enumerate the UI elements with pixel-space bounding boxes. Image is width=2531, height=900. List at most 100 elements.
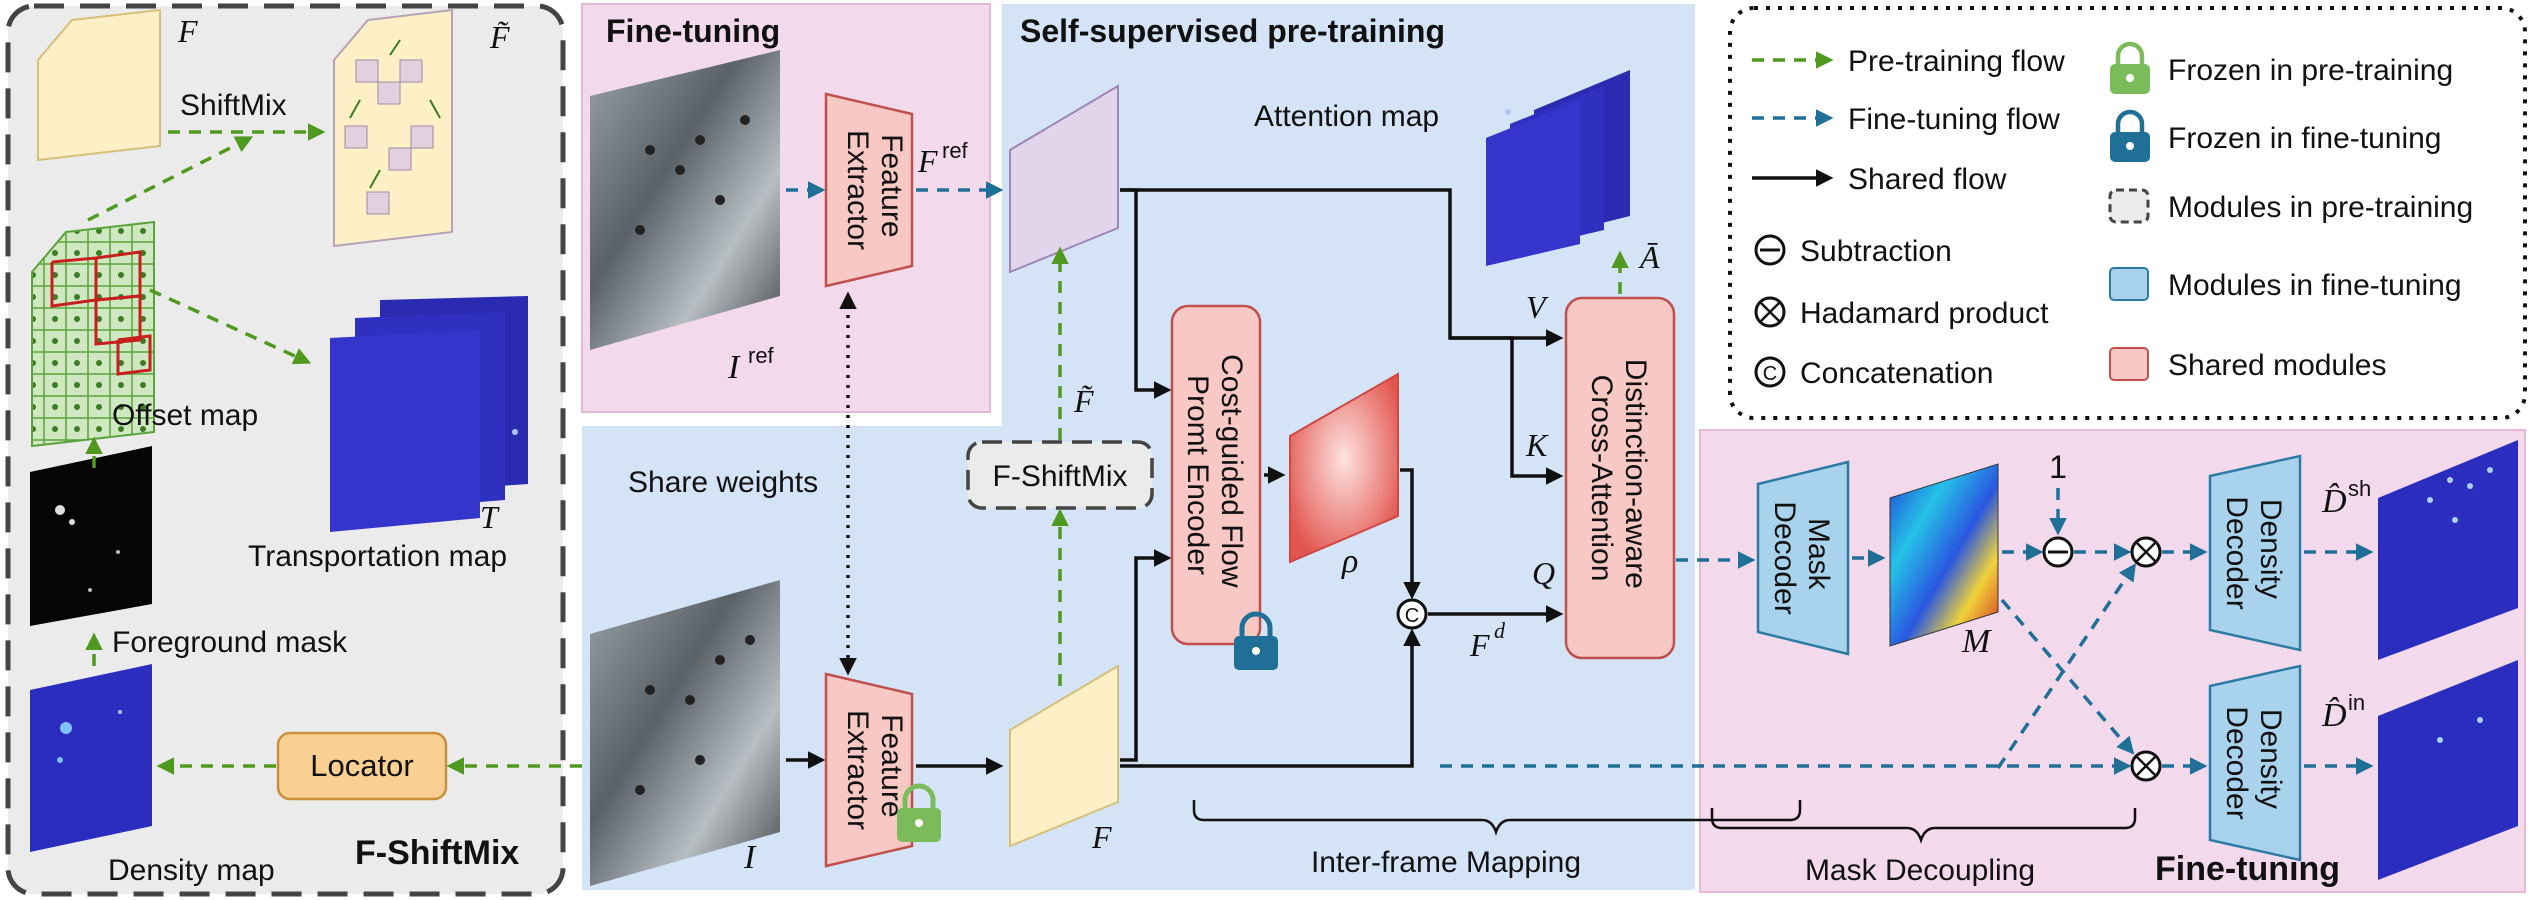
- legend-finetuning-flow: Fine-tuning flow: [1848, 103, 2060, 136]
- label-t: T: [480, 499, 500, 535]
- pretraining-title: Self-supervised pre-training: [1020, 13, 1445, 49]
- blue-lock-icon: [1234, 611, 1278, 670]
- label-share-weights: Share weights: [628, 466, 818, 499]
- feature-map-f-bottom: [1009, 664, 1119, 848]
- legend-hadamard-icon: [1754, 296, 1786, 328]
- label-f-tilde: F̃: [489, 19, 510, 55]
- legend-concatenation-icon-letter: C: [1763, 363, 1777, 385]
- rho-to-concat-arrow: [1400, 468, 1421, 600]
- feature-map-f-ref: [1009, 84, 1119, 274]
- label-foreground-mask: Foreground mask: [112, 626, 348, 659]
- label-i-ref-sup: ref: [748, 343, 775, 368]
- legend-subtraction: Subtraction: [1800, 235, 1952, 268]
- feature-extractor-top-label: Feature Extractor: [841, 130, 908, 250]
- feature-extractor-bottom-label: Feature Extractor: [841, 710, 908, 830]
- feature-map-f: [37, 8, 161, 162]
- fshiftmix-title: F-ShiftMix: [355, 834, 519, 872]
- offset-to-shiftmix-arrow: [87, 136, 254, 222]
- legend-blue-lock-icon: [2110, 109, 2150, 162]
- legend-shared-modules: Shared modules: [2168, 349, 2386, 382]
- label-a-bar: Ā: [1638, 239, 1660, 275]
- label-transportation-map: Transportation map: [248, 540, 507, 573]
- input-image: [590, 580, 780, 886]
- label-f-d: F: [1469, 627, 1490, 663]
- legend-hadamard: Hadamard product: [1800, 297, 2049, 330]
- output-density-in: [2378, 660, 2518, 880]
- density-decoder-bottom-label: Density Decoder: [2220, 706, 2287, 819]
- locator-module: [276, 731, 448, 801]
- label-f-ref: F: [917, 143, 938, 179]
- mask-map-m: [1889, 463, 1999, 647]
- label-concat-symbol: C: [1405, 605, 1419, 627]
- finetune-bottom-title: Fine-tuning: [2155, 850, 2340, 888]
- f-to-concat-arrow: [1120, 628, 1421, 768]
- label-inter-frame: Inter-frame Mapping: [1311, 846, 1581, 879]
- label-d-hat-in: D̂: [2321, 696, 2347, 734]
- label-f-bottom: F: [1091, 819, 1112, 855]
- green-lock-icon: [897, 783, 941, 842]
- label-k: K: [1525, 427, 1549, 463]
- legend-modules-fine: Modules in fine-tuning: [2168, 269, 2462, 302]
- label-mask-decoupling: Mask Decoupling: [1805, 854, 2035, 887]
- legend-green-lock-icon: [2110, 41, 2150, 94]
- output-density-sh: [2378, 440, 2518, 660]
- label-f-ref-sup: ref: [942, 138, 969, 163]
- label-d-hat-sh: D̂: [2321, 482, 2347, 520]
- cost-guided-flow-encoder-label: Cost-guided Flow Promt Encoder: [1181, 354, 1248, 596]
- label-f-tilde-mid: F̃: [1073, 383, 1094, 419]
- offset-to-transport-arrow: [149, 288, 312, 365]
- density-decoder-top-label: Density Decoder: [2220, 496, 2287, 609]
- transportation-map: [330, 296, 528, 532]
- label-one: 1: [2049, 449, 2067, 485]
- hadamard-bottom-symbol: [2130, 750, 2162, 782]
- label-attention-map: Attention map: [1254, 100, 1439, 133]
- label-rho: ρ: [1341, 543, 1358, 580]
- legend-frozen-fine: Frozen in fine-tuning: [2168, 122, 2442, 155]
- legend-frozen-pre: Frozen in pre-training: [2168, 54, 2453, 87]
- distinction-aware-cross-attention: [1564, 296, 1676, 660]
- input-image-people: [635, 635, 755, 795]
- label-fshiftmix-box: F-ShiftMix: [993, 460, 1128, 493]
- label-shiftmix: ShiftMix: [180, 89, 287, 122]
- hadamard-top-symbol: [2130, 536, 2162, 568]
- label-sh-sup: sh: [2348, 476, 2371, 501]
- legend-modules-pre: Modules in pre-training: [2168, 191, 2473, 224]
- cost-map-rho: [1289, 372, 1399, 564]
- feature-extractor-bottom: [824, 672, 914, 868]
- density-decoder-bottom: [2208, 664, 2302, 862]
- f-to-encoder-arrow: [1120, 549, 1172, 762]
- label-q: Q: [1532, 555, 1555, 591]
- attention-map: [1486, 70, 1630, 266]
- legend-modules-fine-icon: [2109, 267, 2149, 301]
- mask-decoder-label: Mask Decoder: [1768, 501, 1835, 614]
- label-m: M: [1961, 623, 1992, 660]
- label-f-d-sup: d: [1494, 618, 1506, 643]
- legend-modules-pre-icon: [2108, 188, 2150, 224]
- foreground-mask: [30, 446, 152, 626]
- density-decoder-top: [2208, 454, 2302, 652]
- label-locator: Locator: [310, 748, 413, 783]
- density-map: [30, 664, 152, 852]
- legend-concatenation-icon: [1754, 356, 1786, 388]
- legend-shared-flow: Shared flow: [1848, 163, 2007, 196]
- legend-shared-modules-icon: [2109, 347, 2149, 381]
- reference-image-people: [635, 115, 750, 235]
- inter-frame-brace: [1192, 800, 1802, 836]
- reference-image: [590, 50, 780, 350]
- legend-concatenation: Concatenation: [1800, 357, 1993, 390]
- fshiftmix-module: [966, 440, 1154, 510]
- label-i-ref: I: [727, 349, 741, 386]
- finetune-top-title: Fine-tuning: [606, 13, 780, 49]
- label-v: V: [1526, 289, 1549, 325]
- legend-pretraining-flow: Pre-training flow: [1848, 45, 2065, 78]
- label-i: I: [743, 839, 757, 876]
- mask-decoder: [1756, 460, 1850, 656]
- label-offset-map: Offset map: [112, 399, 258, 432]
- shifted-feature-map: [333, 8, 453, 248]
- mask-decoupling-brace: [1710, 808, 2137, 844]
- concatenation-symbol: [1396, 598, 1428, 630]
- fref-to-k-arrow: [1450, 336, 1564, 485]
- cost-guided-flow-encoder: [1170, 304, 1262, 646]
- label-in-sup: in: [2348, 690, 2365, 715]
